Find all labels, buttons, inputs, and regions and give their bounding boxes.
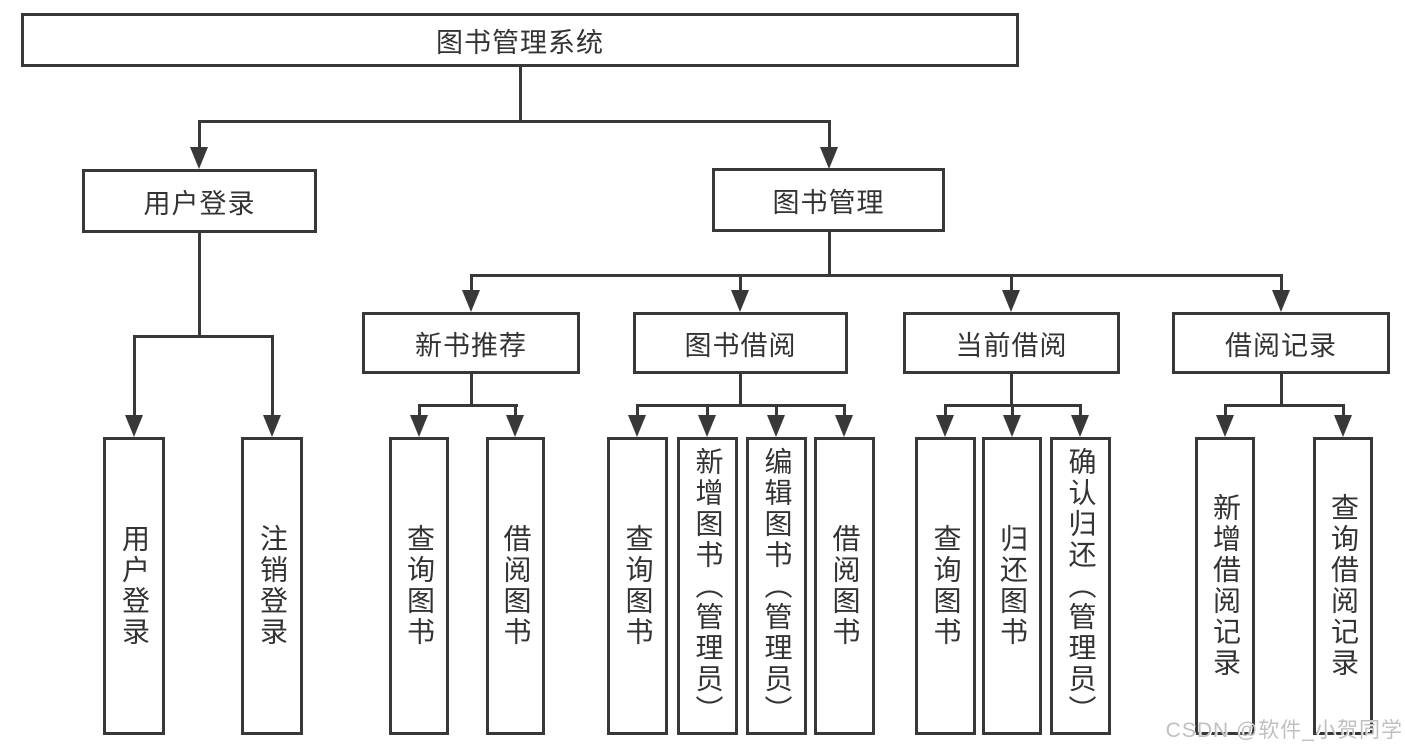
connector-line	[469, 374, 473, 404]
watermark: CSDN @软件_小贺同学	[1165, 719, 1403, 742]
node-borrowing-records-label: 借阅记录	[1225, 330, 1337, 361]
leaf-edit-books-admin: 编辑图书（管理员）	[746, 437, 807, 735]
connector-line	[635, 404, 639, 415]
connector-line	[417, 404, 421, 415]
arrow-down-icon	[1216, 415, 1234, 437]
connector-line	[1341, 404, 1345, 415]
leaf-query-borrow-record-label: 查询借阅记录	[1328, 493, 1359, 679]
leaf-current-query-books: 查询图书	[915, 437, 976, 735]
arrow-down-icon	[263, 415, 281, 437]
connector-line	[469, 274, 473, 290]
node-user-login-label: 用户登录	[143, 188, 256, 219]
leaf-current-query-books-label: 查询图书	[930, 524, 962, 648]
connector-line	[1010, 404, 1014, 415]
node-borrowing-records: 借阅记录	[1172, 312, 1390, 374]
connector-line	[1223, 404, 1227, 415]
node-book-borrowing: 图书借阅	[633, 312, 848, 374]
node-book-borrowing-label: 图书借阅	[684, 330, 797, 361]
leaf-add-books-admin-label: 新增图书（管理员）	[692, 446, 724, 726]
arrow-down-icon	[820, 147, 838, 169]
connector-line	[1009, 374, 1013, 404]
leaf-borrow-query-books: 查询图书	[607, 437, 668, 735]
arrow-down-icon	[410, 415, 428, 437]
leaf-return-books-label: 归还图书	[997, 524, 1028, 648]
connector-line	[513, 404, 517, 415]
arrow-down-icon	[936, 415, 954, 437]
leaf-edit-books-admin-label: 编辑图书（管理员）	[761, 446, 793, 726]
leaf-newbook-borrow-books-label: 借阅图书	[500, 524, 532, 648]
connector-line	[1223, 404, 1345, 407]
connector-line	[270, 335, 274, 415]
leaf-user-login-label: 用户登录	[119, 524, 150, 648]
arrow-down-icon	[767, 415, 785, 437]
arrow-down-icon	[628, 415, 646, 437]
leaf-add-borrow-record-label: 新增借阅记录	[1210, 493, 1241, 679]
node-book-management: 图书管理	[712, 168, 945, 232]
arrow-down-icon	[835, 415, 853, 437]
leaf-newbook-query-books: 查询图书	[389, 437, 449, 735]
node-root-label: 图书管理系统	[436, 27, 604, 58]
connector-line	[197, 120, 201, 149]
connector-line	[132, 335, 274, 338]
arrow-down-icon	[125, 415, 143, 437]
leaf-borrow-query-books-label: 查询图书	[622, 524, 654, 648]
arrow-down-icon	[1071, 415, 1089, 437]
node-user-login: 用户登录	[82, 169, 317, 233]
leaf-borrow-books-label: 借阅图书	[829, 524, 861, 648]
arrow-down-icon	[698, 415, 716, 437]
connector-line	[417, 404, 518, 407]
connector-line	[1279, 274, 1283, 290]
connector-line	[132, 335, 136, 415]
arrow-down-icon	[506, 415, 524, 437]
connector-line	[943, 404, 947, 415]
node-root-system: 图书管理系统	[21, 13, 1019, 67]
connector-line	[1078, 404, 1082, 415]
leaf-newbook-borrow-books: 借阅图书	[486, 437, 545, 735]
connector-line	[635, 404, 846, 407]
connector-line	[842, 404, 846, 415]
connector-line	[774, 404, 778, 415]
connector-line	[469, 274, 1283, 277]
leaf-confirm-return-admin-label: 确认归还（管理员）	[1065, 446, 1097, 726]
leaf-logout-label: 注销登录	[257, 524, 288, 648]
connector-line	[1009, 274, 1013, 290]
node-current-borrowing: 当前借阅	[903, 312, 1120, 374]
connector-line	[197, 233, 201, 335]
connector-line	[738, 274, 742, 290]
leaf-return-books: 归还图书	[982, 437, 1042, 735]
leaf-user-login: 用户登录	[103, 437, 165, 735]
leaf-logout: 注销登录	[241, 437, 303, 735]
arrow-down-icon	[1334, 415, 1352, 437]
connector-line	[1279, 374, 1283, 404]
node-new-book-recommend: 新书推荐	[362, 312, 580, 374]
arrow-down-icon	[731, 290, 749, 312]
leaf-add-borrow-record: 新增借阅记录	[1195, 437, 1255, 735]
connector-line	[827, 120, 831, 149]
node-new-book-recommend-label: 新书推荐	[415, 330, 527, 361]
node-book-management-label: 图书管理	[772, 187, 885, 218]
arrow-down-icon	[1272, 290, 1290, 312]
connector-line	[738, 374, 742, 404]
arrow-down-icon	[1003, 415, 1021, 437]
arrow-down-icon	[190, 147, 208, 169]
connector-line	[827, 232, 831, 274]
connector-line	[197, 120, 831, 123]
connector-line	[518, 67, 522, 120]
arrow-down-icon	[1002, 290, 1020, 312]
leaf-confirm-return-admin: 确认归还（管理员）	[1050, 437, 1111, 735]
leaf-newbook-query-books-label: 查询图书	[404, 524, 435, 648]
arrow-down-icon	[462, 290, 480, 312]
leaf-borrow-books: 借阅图书	[814, 437, 875, 735]
connector-line	[705, 404, 709, 415]
leaf-query-borrow-record: 查询借阅记录	[1313, 437, 1373, 735]
node-current-borrowing-label: 当前借阅	[955, 330, 1068, 361]
leaf-add-books-admin: 新增图书（管理员）	[677, 437, 738, 735]
